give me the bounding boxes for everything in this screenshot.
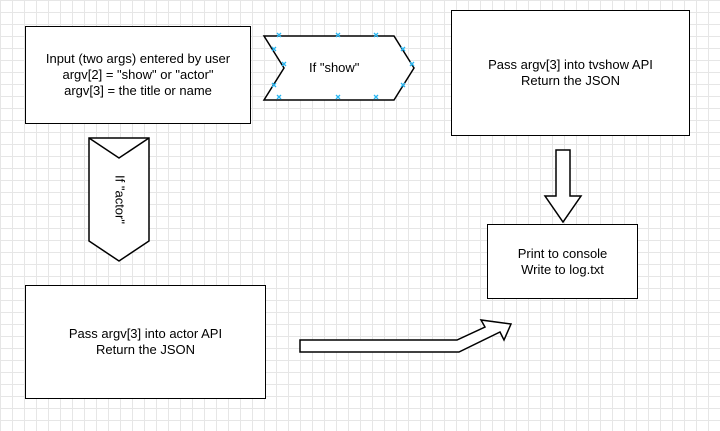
input-line-2: argv[2] = "show" or "actor": [62, 67, 214, 82]
selection-handles: [271, 32, 415, 100]
down-arrow-connector: [543, 149, 583, 224]
tvshow-api-line-1: Pass argv[3] into tvshow API: [488, 57, 653, 72]
show-condition-label: If "show": [309, 60, 360, 75]
tvshow-api-box[interactable]: Pass argv[3] into tvshow API Return the …: [451, 10, 690, 136]
show-condition-shape[interactable]: [256, 30, 420, 106]
actor-api-line-1: Pass argv[3] into actor API: [68, 326, 223, 341]
actor-condition-label: If "actor": [112, 175, 128, 224]
input-line-1: Input (two args) entered by user: [45, 51, 231, 66]
output-line-2: Write to log.txt: [521, 261, 604, 277]
actor-api-line-2: Return the JSON: [96, 342, 195, 357]
input-line-3: argv[3] = the title or name: [64, 83, 212, 98]
actor-api-box[interactable]: Pass argv[3] into actor API Return the J…: [25, 285, 266, 399]
tvshow-api-line-2: Return the JSON: [521, 73, 620, 88]
output-box[interactable]: Print to console Write to log.txt: [487, 224, 638, 299]
input-box[interactable]: Input (two args) entered by user argv[2]…: [25, 26, 251, 124]
bent-arrow-connector: [299, 319, 513, 353]
output-line-1: Print to console: [517, 245, 608, 261]
actor-condition-shape[interactable]: [85, 134, 153, 264]
